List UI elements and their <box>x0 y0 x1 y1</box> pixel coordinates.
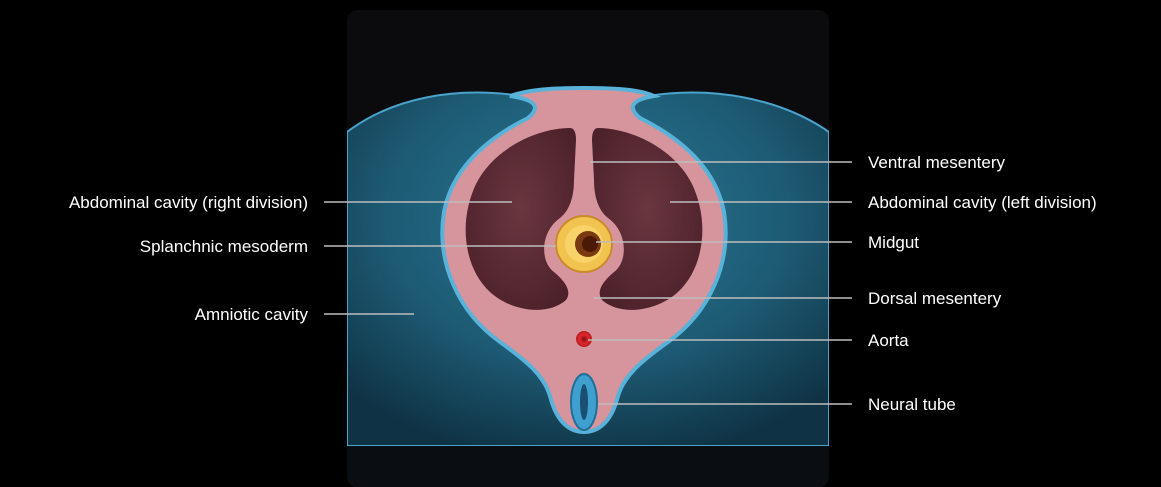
label-abdominal-right: Abdominal cavity (right division) <box>69 193 308 212</box>
label-amniotic-cavity: Amniotic cavity <box>195 305 309 324</box>
label-ventral-mesentery: Ventral mesentery <box>868 153 1006 172</box>
label-neural-tube: Neural tube <box>868 395 956 414</box>
label-splanchnic-mesoderm: Splanchnic mesoderm <box>140 237 308 256</box>
label-abdominal-left: Abdominal cavity (left division) <box>868 193 1097 212</box>
label-dorsal-mesentery: Dorsal mesentery <box>868 289 1002 308</box>
aorta-vessel <box>576 331 592 347</box>
label-aorta: Aorta <box>868 331 909 350</box>
label-midgut: Midgut <box>868 233 919 252</box>
